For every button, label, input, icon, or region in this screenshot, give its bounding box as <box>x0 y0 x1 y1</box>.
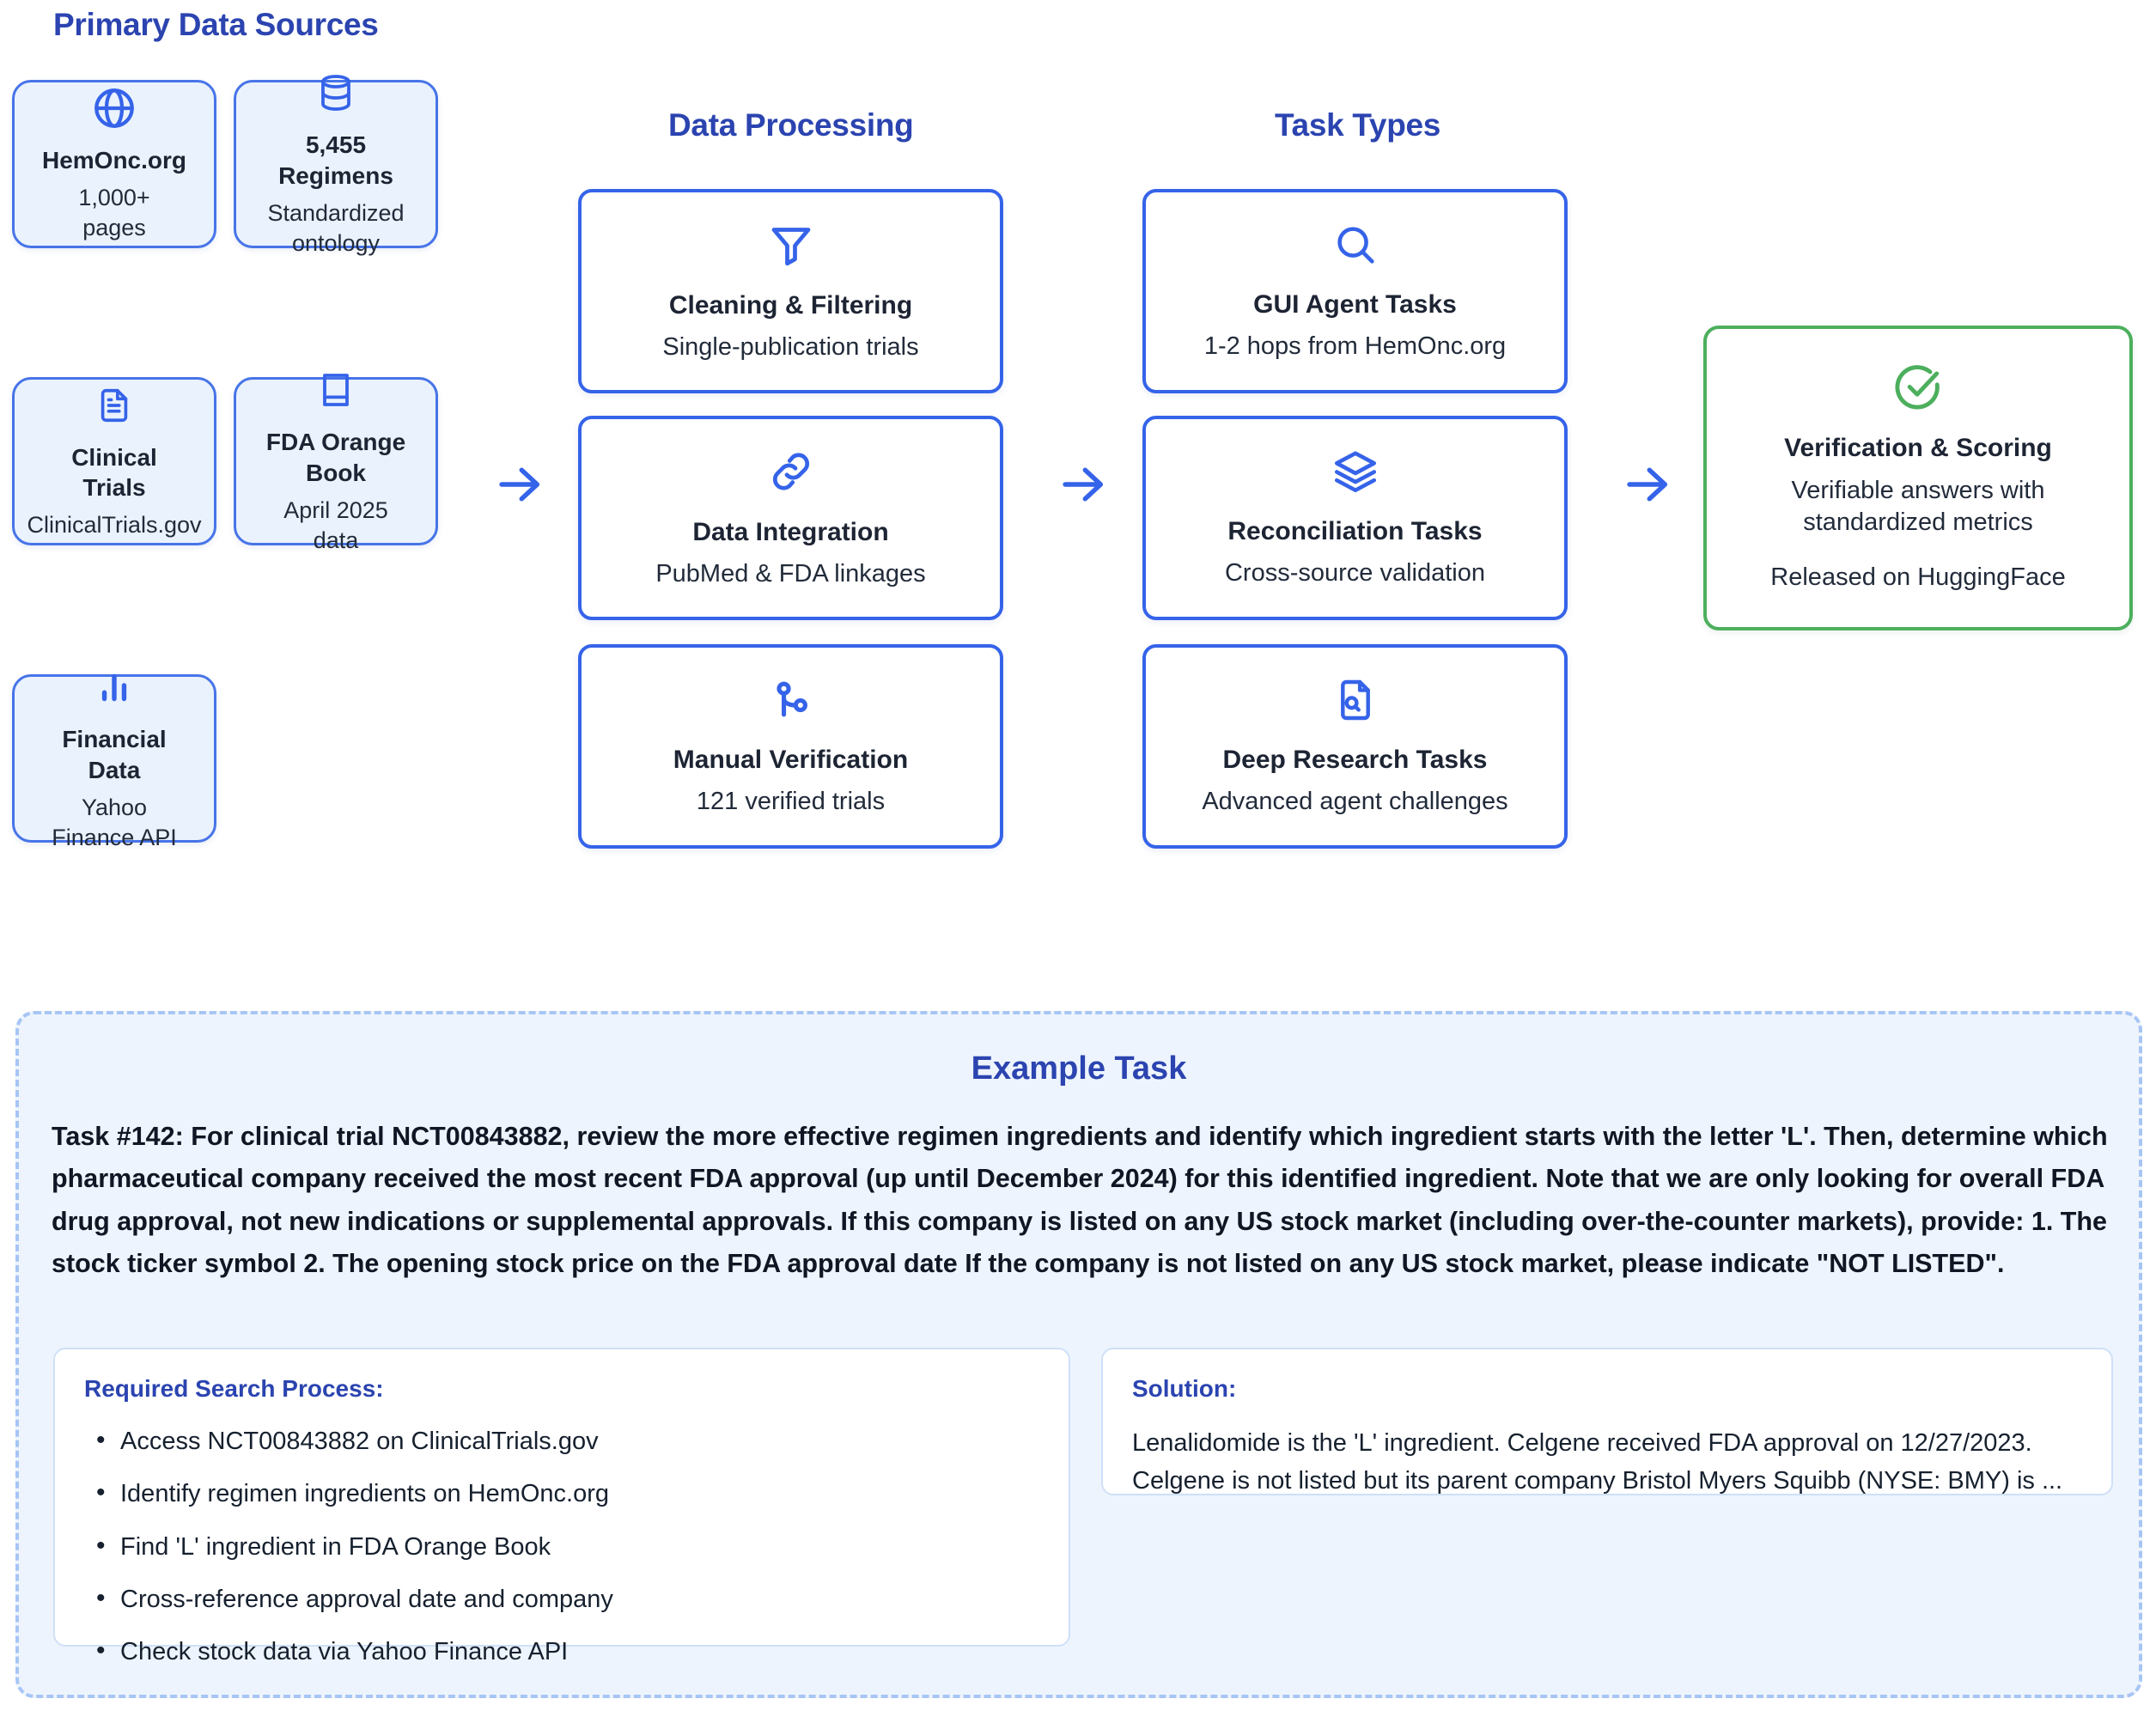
solution-box: Solution: Lenalidomide is the 'L' ingred… <box>1101 1348 2113 1495</box>
arrow-sources-to-processing <box>494 458 547 511</box>
task-title: Deep Research Tasks <box>1222 745 1488 774</box>
verification-title: Verification & Scoring <box>1784 434 2052 463</box>
arrow-processing-to-tasks <box>1057 458 1111 511</box>
list-item: Cross-reference approval date and compan… <box>84 1581 1039 1616</box>
solution-text: Lenalidomide is the 'L' ingredient. Celg… <box>1132 1429 2063 1495</box>
link-icon <box>765 446 817 497</box>
process-subtitle: PubMed & FDA linkages <box>655 560 926 588</box>
bar-chart-icon <box>93 664 136 710</box>
search-icon <box>1331 220 1380 270</box>
list-item: Check stock data via Yahoo Finance API <box>84 1634 1039 1668</box>
funnel-icon <box>765 219 817 271</box>
process-title: Manual Verification <box>673 745 909 774</box>
arrow-tasks-to-verification <box>1622 458 1675 511</box>
list-item: Access NCT00843882 on ClinicalTrials.gov <box>84 1423 1039 1458</box>
process-card-data-integration[interactable]: Data Integration PubMed & FDA linkages <box>578 416 1003 620</box>
search-steps-list: Access NCT00843882 on ClinicalTrials.gov… <box>84 1423 1039 1668</box>
task-subtitle: Advanced agent challenges <box>1202 788 1508 816</box>
process-subtitle: Single-publication trials <box>662 333 919 362</box>
document-search-icon <box>1331 675 1379 725</box>
task-card-gui-agent[interactable]: GUI Agent Tasks 1-2 hops from HemOnc.org <box>1142 189 1568 393</box>
source-subtitle: ClinicalTrials.gov <box>27 512 202 539</box>
process-card-manual-verification[interactable]: Manual Verification 121 verified trials <box>578 644 1003 849</box>
heading-primary-data-sources: Primary Data Sources <box>53 7 379 42</box>
task-card-deep-research[interactable]: Deep Research Tasks Advanced agent chall… <box>1142 644 1568 849</box>
document-text-icon <box>94 382 134 429</box>
verification-line-3: Released on HuggingFace <box>1770 563 2066 592</box>
example-task-title: Example Task <box>971 1050 1187 1087</box>
list-item: Find 'L' ingredient in FDA Orange Book <box>84 1529 1039 1563</box>
verification-line-1: Verifiable answers with <box>1791 476 2045 504</box>
verification-scoring-card[interactable]: Verification & Scoring Verifiable answer… <box>1703 326 2133 630</box>
source-subtitle: 1,000+pages <box>78 184 150 241</box>
branch-icon <box>766 675 816 725</box>
task-card-reconciliation[interactable]: Reconciliation Tasks Cross-source valida… <box>1142 416 1568 620</box>
book-icon <box>315 367 356 413</box>
task-title: Reconciliation Tasks <box>1227 516 1483 545</box>
task-subtitle: Cross-source validation <box>1224 559 1485 588</box>
required-search-process-heading: Required Search Process: <box>84 1375 384 1402</box>
layers-icon <box>1331 447 1380 496</box>
verification-line-2: standardized metrics <box>1803 508 2033 537</box>
example-task-description: Task #142: For clinical trial NCT0084388… <box>52 1122 2108 1279</box>
source-title: HemOnc.org <box>41 147 187 174</box>
database-icon <box>315 70 356 116</box>
required-search-process-box: Required Search Process: Access NCT00843… <box>53 1348 1070 1668</box>
solution-heading: Solution: <box>1132 1375 1237 1402</box>
process-subtitle: 121 verified trials <box>696 788 886 816</box>
globe-icon <box>91 85 137 131</box>
check-circle-icon <box>1891 362 1945 415</box>
task-title: GUI Agent Tasks <box>1253 289 1457 319</box>
task-subtitle: 1-2 hops from HemOnc.org <box>1203 332 1507 361</box>
example-task-panel: Example Task Task #142: For clinical tri… <box>15 1011 2142 1698</box>
process-card-cleaning-filtering[interactable]: Cleaning & Filtering Single-publication … <box>578 189 1003 393</box>
process-title: Cleaning & Filtering <box>668 290 913 320</box>
process-title: Data Integration <box>692 517 889 546</box>
heading-task-types: Task Types <box>1275 107 1441 143</box>
heading-data-processing: Data Processing <box>668 107 914 143</box>
source-card-hemonc[interactable]: HemOnc.org 1,000+pages <box>12 80 216 248</box>
list-item: Identify regimen ingredients on HemOnc.o… <box>84 1476 1039 1510</box>
